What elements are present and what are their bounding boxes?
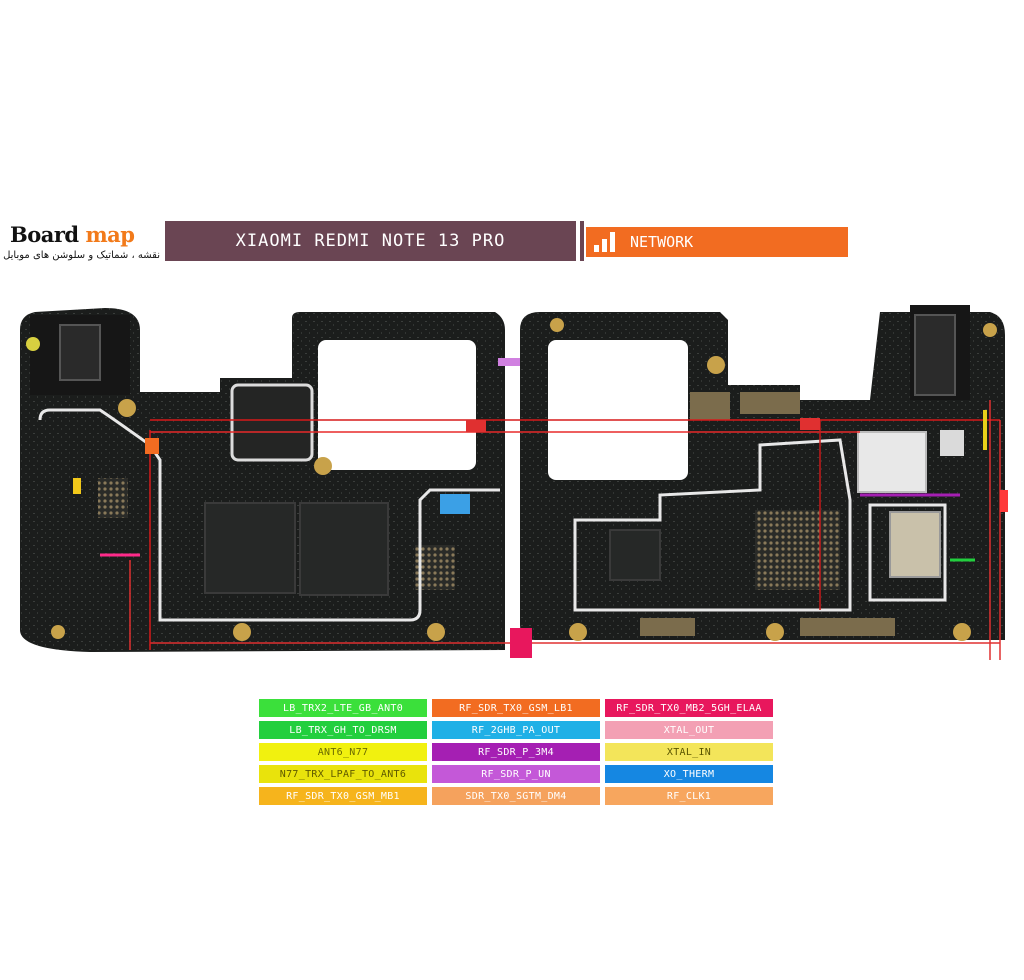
brand-name-part2: map xyxy=(85,222,135,247)
highlighted-components xyxy=(73,358,1008,658)
left-pad-array-2 xyxy=(415,545,455,590)
section-title: NETWORK xyxy=(630,233,694,251)
legend-item: XTAL_OUT xyxy=(605,721,773,739)
left-board-cutout xyxy=(318,340,476,470)
right-pad-field xyxy=(755,510,840,590)
component-purple-top xyxy=(498,358,520,366)
right-connector-3 xyxy=(690,392,730,420)
right-connector-1 xyxy=(640,618,695,636)
right-mount-hole-4 xyxy=(766,623,784,641)
legend-item: LB_TRX_GH_TO_DRSM xyxy=(259,721,427,739)
right-mount-hole-3 xyxy=(569,623,587,641)
component-orange-left xyxy=(145,438,159,454)
right-board xyxy=(520,305,1005,641)
component-white-right xyxy=(940,430,964,456)
left-board xyxy=(20,308,505,652)
right-jack xyxy=(914,314,956,396)
legend-item: RF_CLK1 xyxy=(605,787,773,805)
component-blue xyxy=(440,494,470,514)
right-mount-hole-5 xyxy=(953,623,971,641)
right-chip-rf xyxy=(889,511,941,578)
right-connector-4 xyxy=(740,392,800,414)
brand-name-part1: Board xyxy=(10,222,79,247)
legend-item: RF_SDR_P_UN xyxy=(432,765,600,783)
brand-name: Board map xyxy=(10,222,135,247)
right-connector-2 xyxy=(800,618,895,636)
right-silkscreen-rf xyxy=(868,503,947,602)
title-divider xyxy=(580,221,584,261)
legend-item: SDR_TX0_SGTM_DM4 xyxy=(432,787,600,805)
legend-item: RF_2GHB_PA_OUT xyxy=(432,721,600,739)
left-mount-hole-5 xyxy=(51,625,65,639)
legend-item: XTAL_IN xyxy=(605,743,773,761)
legend-item: LB_TRX2_LTE_GB_ANT0 xyxy=(259,699,427,717)
left-mount-hole-4 xyxy=(427,623,445,641)
right-chip-1 xyxy=(609,529,661,581)
left-mount-hole-2 xyxy=(314,457,332,475)
component-red-edge xyxy=(1000,490,1008,512)
left-chip-soc xyxy=(204,502,296,594)
legend-item: ANT6_N77 xyxy=(259,743,427,761)
component-red-right xyxy=(800,418,820,430)
left-mount-hole-6 xyxy=(26,337,40,351)
right-mount-hole-2 xyxy=(707,356,725,374)
component-yellow-left xyxy=(73,478,81,494)
net-traces xyxy=(100,400,1001,660)
left-jack xyxy=(59,324,101,381)
legend-item: RF_SDR_TX0_MB2_5GH_ELAA xyxy=(605,699,773,717)
legend-item: RF_SDR_TX0_GSM_LB1 xyxy=(432,699,600,717)
left-mount-hole-3 xyxy=(233,623,251,641)
title-banner: XIAOMI REDMI NOTE 13 PRO xyxy=(165,221,576,261)
legend-item: XO_THERM xyxy=(605,765,773,783)
legend-item: RF_SDR_P_3M4 xyxy=(432,743,600,761)
left-chip-memory xyxy=(299,502,389,596)
component-pink-bridge xyxy=(510,628,532,658)
legend-item: RF_SDR_TX0_GSM_MB1 xyxy=(259,787,427,805)
right-mount-hole-1 xyxy=(550,318,564,332)
right-silkscreen-outline xyxy=(573,438,852,612)
page-title: XIAOMI REDMI NOTE 13 PRO xyxy=(235,231,506,251)
right-board-cutout xyxy=(548,340,688,480)
brand-tagline: نقشه ، شماتیک و سلوشن های موبایل xyxy=(3,250,160,261)
section-banner: NETWORK xyxy=(586,227,848,257)
brand-logo: Board map نقشه ، شماتیک و سلوشن های موبا… xyxy=(3,220,162,266)
component-red-mid xyxy=(466,420,486,432)
left-shield-box xyxy=(230,383,314,462)
bar-chart-icon xyxy=(594,232,620,252)
right-shield-white xyxy=(857,431,927,493)
right-mount-hole-6 xyxy=(983,323,997,337)
legend-item: N77_TRX_LPAF_TO_ANT6 xyxy=(259,765,427,783)
left-mount-hole-1 xyxy=(118,399,136,417)
left-silkscreen-outline xyxy=(38,408,500,622)
left-pad-array xyxy=(98,478,128,518)
